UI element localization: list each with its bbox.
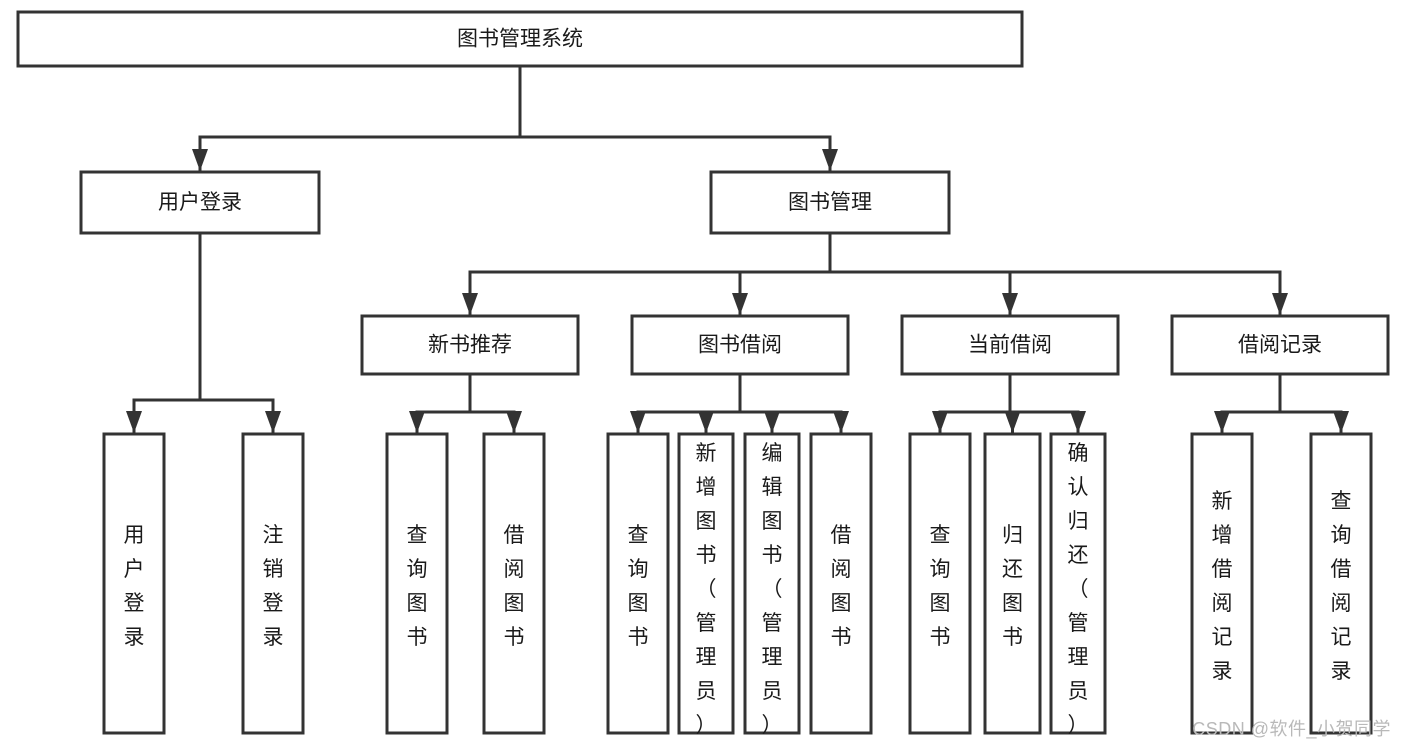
node-book-borrow-label: 图书借阅	[698, 334, 782, 357]
arrow-head-icon	[1272, 293, 1288, 315]
node-boxes: 图书管理系统用户登录图书管理新书推荐图书借阅当前借阅借阅记录用户登录注销登录查询…	[16, 10, 1390, 737]
connector-lines	[126, 64, 1349, 434]
node-leaf-edit-book-admin-rect	[743, 432, 801, 735]
node-book-manage-label: 图书管理	[788, 191, 872, 214]
node-current-borrow-label: 当前借阅	[968, 334, 1052, 357]
node-leaf-query-book-borrow[interactable]: 查询图书	[606, 432, 670, 735]
arrow-head-icon	[764, 411, 780, 433]
node-leaf-logout-login-label: 注销登录	[263, 524, 284, 649]
node-leaf-return-book[interactable]: 归还图书	[983, 432, 1042, 735]
arrow-head-icon	[506, 411, 522, 433]
arrow-head-icon	[1002, 293, 1018, 315]
arrow-head-icon	[1333, 411, 1349, 433]
node-leaf-query-book-borrow-label: 查询图书	[628, 524, 649, 649]
node-book-manage[interactable]: 图书管理	[709, 170, 951, 235]
arrow-head-icon	[698, 411, 714, 433]
node-leaf-add-book-admin-label: 新增图书（管理员）	[696, 442, 717, 737]
node-leaf-borrow-book-recommend-rect	[482, 432, 546, 735]
node-user-login-label: 用户登录	[158, 191, 242, 214]
arrow-head-icon	[732, 293, 748, 315]
node-leaf-query-book-recommend[interactable]: 查询图书	[385, 432, 449, 735]
node-leaf-user-login[interactable]: 用户登录	[102, 432, 166, 735]
node-leaf-add-borrow-record-label: 新增借阅记录	[1212, 490, 1233, 683]
node-leaf-query-book-borrow-rect	[606, 432, 670, 735]
node-leaf-add-book-admin[interactable]: 新增图书（管理员）	[677, 432, 735, 737]
node-leaf-query-book-current-label: 查询图书	[930, 524, 951, 649]
node-leaf-query-book-recommend-rect	[385, 432, 449, 735]
node-book-borrow-rect	[630, 314, 850, 376]
node-leaf-query-borrow-record-rect	[1309, 432, 1373, 735]
node-leaf-user-login-label: 用户登录	[124, 524, 145, 649]
node-borrow-record-rect	[1170, 314, 1390, 376]
arrow-head-icon	[462, 293, 478, 315]
node-leaf-edit-book-admin-label: 编辑图书（管理员）	[762, 442, 783, 737]
arrow-head-icon	[126, 411, 142, 433]
node-borrow-record[interactable]: 借阅记录	[1170, 314, 1390, 376]
arrow-head-icon	[1214, 411, 1230, 433]
arrow-head-icon	[833, 411, 849, 433]
arrow-head-icon	[1004, 411, 1021, 433]
node-new-book-recommend-rect	[360, 314, 580, 376]
node-leaf-add-borrow-record[interactable]: 新增借阅记录	[1190, 432, 1254, 735]
node-leaf-logout-login-rect	[241, 432, 305, 735]
node-leaf-return-book-rect	[983, 432, 1042, 735]
node-leaf-confirm-return-admin-rect	[1049, 432, 1107, 735]
node-new-book-recommend[interactable]: 新书推荐	[360, 314, 580, 376]
node-leaf-return-book-label: 归还图书	[1002, 524, 1023, 649]
node-current-borrow-rect	[900, 314, 1120, 376]
node-leaf-query-book-current-rect	[908, 432, 972, 735]
node-leaf-add-borrow-record-rect	[1190, 432, 1254, 735]
node-leaf-borrow-book-label: 借阅图书	[831, 524, 852, 649]
node-leaf-borrow-book-recommend[interactable]: 借阅图书	[482, 432, 546, 735]
node-leaf-query-book-current[interactable]: 查询图书	[908, 432, 972, 735]
node-user-login[interactable]: 用户登录	[79, 170, 321, 235]
arrow-head-icon	[932, 411, 948, 433]
node-leaf-edit-book-admin[interactable]: 编辑图书（管理员）	[743, 432, 801, 737]
arrow-head-icon	[822, 149, 838, 171]
node-leaf-query-borrow-record[interactable]: 查询借阅记录	[1309, 432, 1373, 735]
node-root-root-rect	[16, 10, 1024, 68]
node-leaf-user-login-rect	[102, 432, 166, 735]
node-user-login-rect	[79, 170, 321, 235]
arrow-head-icon	[265, 411, 281, 433]
node-leaf-borrow-book[interactable]: 借阅图书	[809, 432, 873, 735]
node-leaf-query-borrow-record-label: 查询借阅记录	[1331, 490, 1352, 683]
node-leaf-logout-login[interactable]: 注销登录	[241, 432, 305, 735]
node-book-manage-rect	[709, 170, 951, 235]
node-current-borrow[interactable]: 当前借阅	[900, 314, 1120, 376]
node-leaf-confirm-return-admin[interactable]: 确认归还（管理员）	[1049, 432, 1107, 737]
node-leaf-add-book-admin-rect	[677, 432, 735, 735]
arrow-head-icon	[1070, 411, 1086, 433]
node-leaf-borrow-book-recommend-label: 借阅图书	[504, 524, 525, 649]
node-root-root[interactable]: 图书管理系统	[16, 10, 1024, 68]
node-leaf-confirm-return-admin-label: 确认归还（管理员）	[1068, 442, 1089, 737]
arrow-head-icon	[409, 411, 425, 433]
node-leaf-query-book-recommend-label: 查询图书	[407, 524, 428, 649]
arrow-head-icon	[192, 149, 208, 171]
node-new-book-recommend-label: 新书推荐	[428, 334, 512, 357]
arrow-head-icon	[630, 411, 646, 433]
node-leaf-borrow-book-rect	[809, 432, 873, 735]
node-root-root-label: 图书管理系统	[457, 28, 583, 51]
node-borrow-record-label: 借阅记录	[1238, 334, 1322, 357]
node-book-borrow[interactable]: 图书借阅	[630, 314, 850, 376]
